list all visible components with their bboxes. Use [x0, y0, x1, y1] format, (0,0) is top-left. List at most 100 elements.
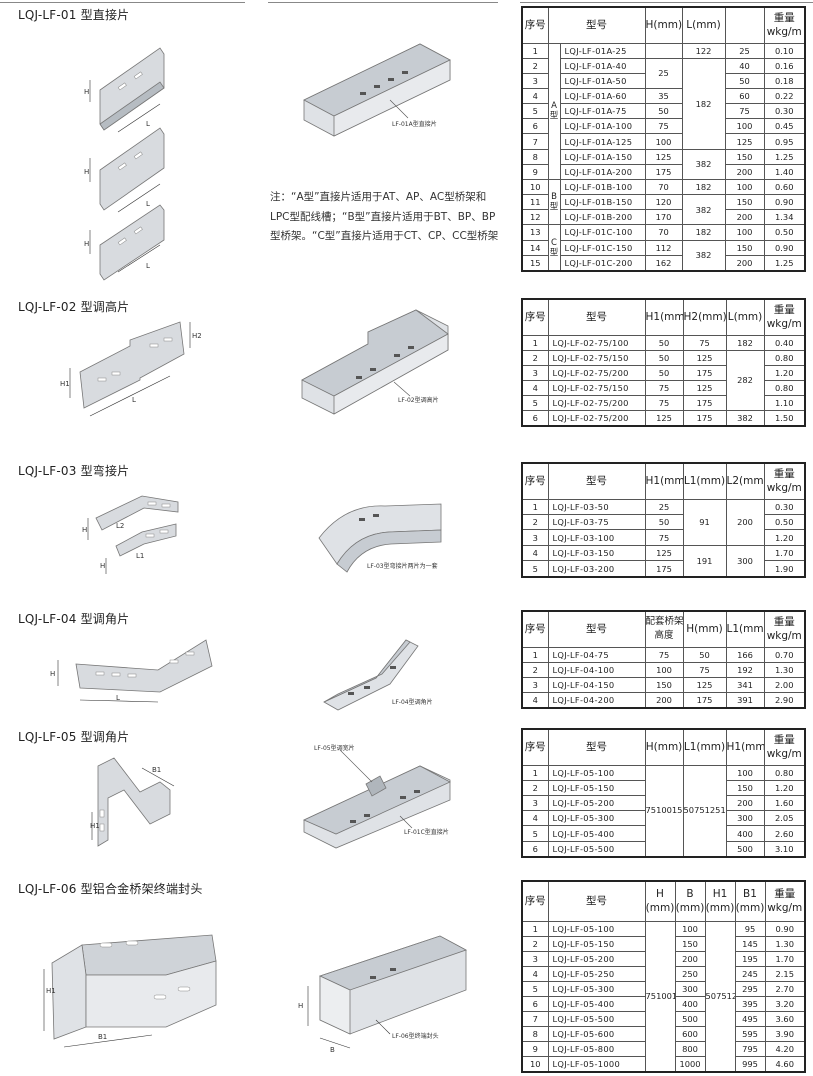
dim-h2-label: H2 [192, 332, 202, 340]
table-cell: LQJ-LF-05-100 [547, 764, 646, 781]
col-header: 序号 [521, 298, 549, 336]
table-cell: 0.30 [763, 498, 806, 516]
table-cell: 125 [682, 349, 727, 366]
dim-b-label: B [330, 1046, 335, 1054]
lf06-part-drawing: H1 B1 [42, 934, 222, 1050]
table-cell: 2.05 [763, 810, 806, 827]
table-cell: LQJ-LF-01B-100 [559, 178, 646, 196]
section-title-lf04: LQJ-LF-04 型调角片 [18, 612, 130, 626]
table-cell: 4 [521, 87, 549, 105]
table-cell: LQJ-LF-02-75/100 [547, 334, 646, 351]
table-cell: 75 [644, 379, 684, 396]
table-cell: 2.90 [763, 691, 806, 708]
lf03-part-drawing: H L2 H L1 [82, 488, 192, 578]
table-cell: LQJ-LF-02-75/200 [547, 394, 646, 411]
table-cell: 100 [724, 224, 765, 241]
lf02-part-drawing: H1 H2 L [60, 321, 202, 417]
table-cell: 0.80 [763, 379, 806, 396]
table-cell: 50 [644, 513, 684, 531]
group-cell: B型 [547, 178, 561, 226]
lf02-assembly-drawing: LF-02型调高片 [298, 309, 458, 425]
table-cell: 1 [521, 42, 549, 59]
table-cell: LQJ-LF-01C-100 [559, 224, 646, 241]
table-cell: LQJ-LF-05-800 [547, 1040, 646, 1057]
table-cell: LQJ-LF-05-500 [547, 1010, 646, 1027]
table-cell: 0.90 [763, 239, 806, 256]
col-header: 序号 [521, 6, 549, 44]
dim-h-label: H [84, 240, 89, 248]
table-cell: LQJ-LF-01C-150 [559, 239, 646, 256]
table-cell: 5 [521, 394, 549, 411]
table-cell: 70 [644, 224, 683, 241]
lf01-caption: LF-01A型直接片 [392, 120, 437, 128]
table-cell: LQJ-LF-05-100 [547, 920, 646, 937]
table-cell: LQJ-LF-05-200 [547, 794, 646, 812]
table-cell: 120 [644, 194, 683, 211]
table-cell: 2 [521, 349, 549, 366]
table-cell: 500 [725, 840, 765, 858]
table-cell: 112 [644, 239, 683, 256]
table-cell: 10 [521, 1055, 549, 1072]
table-cell: LQJ-LF-01C-200 [559, 254, 646, 272]
table-cell: 5 [521, 103, 549, 120]
lf05-assembly-drawing: LF-05型调宽片 LF-01C型直接片 [300, 740, 465, 850]
col-header: H1(mm) [725, 728, 765, 766]
table-cell: 4 [521, 965, 549, 982]
lf04-part-drawing: H L [50, 630, 215, 710]
table-cell: LQJ-LF-03-100 [547, 529, 646, 546]
table-cell: 2.00 [763, 676, 806, 693]
table-cell: 175 [682, 691, 727, 708]
table-cell: 75 [682, 661, 727, 678]
lf05-caption-b: LF-01C型直接片 [404, 828, 449, 836]
col-header: H(mm) [682, 610, 727, 648]
table-cell: 25 [724, 42, 765, 59]
table-cell: 25 [644, 57, 683, 89]
table-cell: 0.95 [763, 133, 806, 150]
section-title-lf03: LQJ-LF-03 型弯接片 [18, 464, 130, 478]
table-cell: LQJ-LF-01B-150 [559, 194, 646, 211]
dim-h-label: H [82, 526, 87, 534]
col-header: B(mm) [674, 880, 706, 922]
table-cell: LQJ-LF-05-300 [547, 980, 646, 997]
table-cell: LQJ-LF-05-150 [547, 935, 646, 952]
table-cell: 1.70 [764, 950, 806, 967]
lf01-part-drawings: H L H L H L [78, 40, 178, 281]
table-cell: LQJ-LF-05-150 [547, 779, 646, 796]
table-cell: 7 [521, 133, 549, 150]
table-cell: 200 [724, 209, 765, 226]
section-title-lf05: LQJ-LF-05 型调角片 [18, 730, 130, 744]
table-cell: LQJ-LF-05-300 [547, 810, 646, 827]
col-header: 序号 [521, 728, 549, 766]
table-cell: 200 [725, 498, 765, 546]
lf04-caption: LF-04型调角片 [392, 698, 433, 706]
table-cell: 182 [725, 334, 765, 351]
table-cell: 9 [521, 163, 549, 180]
col-header: 型号 [547, 728, 646, 766]
table-cell: 1.90 [763, 560, 806, 578]
table-cell: LQJ-LF-04-100 [547, 661, 646, 678]
table-cell: LQJ-LF-04-200 [547, 691, 646, 708]
table-cell: 175 [644, 560, 684, 578]
table-cell: 7 [521, 1010, 549, 1027]
col-header: 序号 [521, 880, 549, 922]
table-cell: LQJ-LF-05-500 [547, 840, 646, 858]
table-cell: 1.25 [763, 254, 806, 272]
table-cell: 75 [644, 529, 684, 546]
table-cell: 166 [725, 646, 765, 663]
table-cell: 15 [521, 254, 549, 272]
table-cell: 60 [724, 87, 765, 105]
table-cell: LQJ-LF-01A-75 [559, 103, 646, 120]
lf06-assembly-drawing: H B LF-06型终端封头 [290, 930, 470, 1055]
col-header: H(mm) [644, 728, 684, 766]
table-cell: 0.10 [763, 42, 806, 59]
table-cell: 200 [724, 254, 765, 272]
table-cell: 2 [521, 513, 549, 531]
col-header [724, 6, 765, 44]
table-cell: 75 [724, 103, 765, 120]
table-cell: 2 [521, 661, 549, 678]
table-cell: 1000 [674, 1055, 706, 1072]
